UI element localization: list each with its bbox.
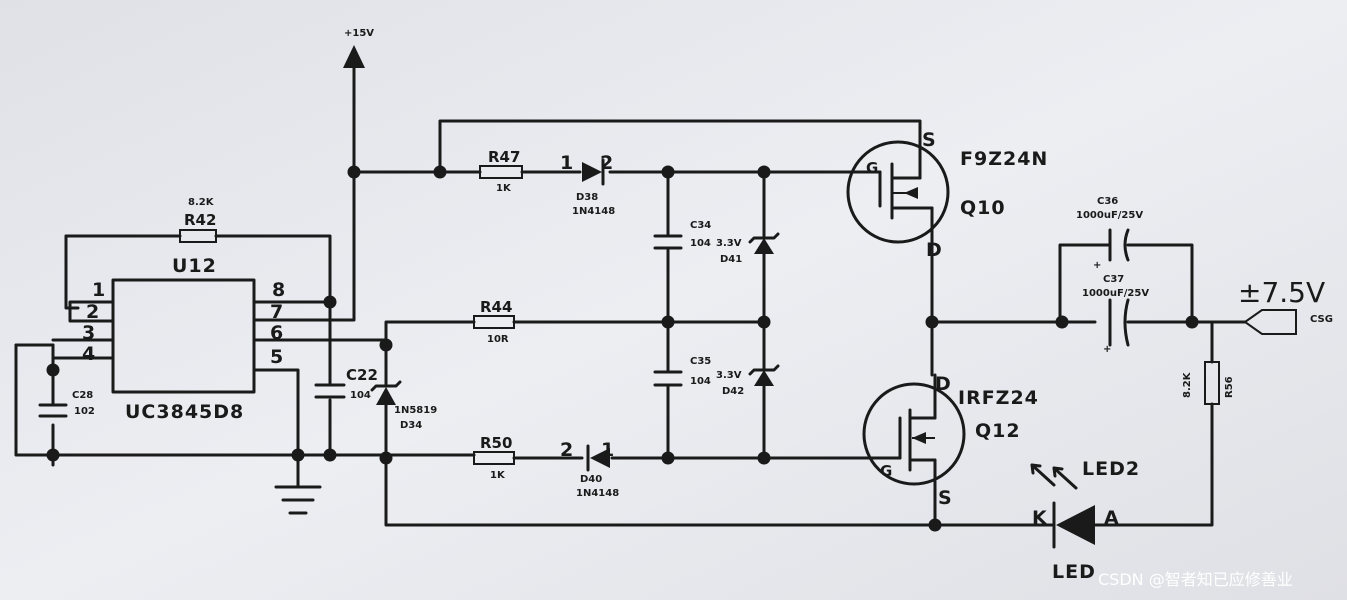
mosfet-q12: G D S IRFZ24 Q12 [860, 373, 1039, 509]
q10-ref: Q10 [960, 197, 1006, 219]
zener-d42: 3.3V D42 [716, 364, 780, 397]
d34-ref: D34 [400, 420, 422, 431]
capacitor-c35: C35 104 [653, 356, 711, 387]
r42-ref: R42 [184, 211, 216, 229]
ic-part: UC3845D8 [125, 401, 244, 423]
d40-part: 1N4148 [576, 488, 619, 499]
ic-pin-8: 8 [272, 279, 286, 301]
ic-pin-7: 7 [270, 301, 284, 323]
led-light-arrow-icon [1030, 463, 1056, 487]
ic-body [111, 278, 256, 394]
led2-ref: LED2 [1082, 458, 1140, 480]
q12-ref: Q12 [975, 420, 1021, 442]
c28-value: 102 [74, 406, 95, 417]
q12-g: G [880, 462, 892, 480]
ic-pin-3: 3 [82, 322, 96, 344]
diode-d38: 1 2 D38 1N4148 [560, 152, 615, 217]
r42-value: 8.2K [188, 197, 215, 208]
r56-value: 8.2K [1182, 371, 1193, 398]
r50-value: 1K [490, 470, 506, 481]
output-flag-icon [1243, 309, 1297, 335]
ic-pin-4: 4 [82, 343, 96, 365]
zener-d41: 3.3V D41 [716, 232, 780, 265]
led-a: A [1104, 507, 1120, 529]
q10-d: D [926, 239, 943, 261]
c36-plus: + [1093, 260, 1101, 271]
capacitor-c34: C34 104 [653, 220, 711, 250]
led-indicator: K A LED LED2 [1030, 458, 1140, 583]
capacitor-c22: C22 104 [314, 366, 378, 401]
d38-pin2: 2 [600, 152, 614, 174]
d42-value: 3.3V [716, 370, 742, 381]
d40-ref: D40 [580, 474, 602, 485]
c37-value: 1000uF/25V [1082, 288, 1149, 299]
output-net: CSG [1310, 314, 1333, 325]
mosfet-q10: G S D F9Z24N Q10 [846, 129, 1048, 261]
ic-pin-6: 6 [270, 322, 284, 344]
r44-value: 10R [487, 334, 509, 345]
resistor-r50: R50 1K [473, 434, 515, 481]
supply-arrow-icon [343, 45, 365, 68]
c36-ref: C36 [1097, 196, 1118, 207]
d38-pin1: 1 [560, 152, 574, 174]
output-voltage-annotation: ±7.5V [1238, 276, 1325, 309]
capacitor-c28: C28 102 [38, 390, 95, 418]
c36-value: 1000uF/25V [1076, 210, 1143, 221]
c34-ref: C34 [690, 220, 711, 231]
resistor-r44: R44 10R [473, 298, 515, 345]
r56-ref: R56 [1224, 376, 1235, 398]
q10-s: S [922, 129, 937, 151]
ic-u12: U12 UC3845D8 1 2 3 4 8 7 6 5 [82, 255, 286, 423]
r47-value: 1K [496, 183, 512, 194]
c22-ref: C22 [346, 366, 378, 384]
resistor-r42: 8.2K R42 [179, 197, 217, 243]
junction-dots [46, 165, 1199, 532]
c35-ref: C35 [690, 356, 711, 367]
c37-plus: + [1103, 344, 1111, 355]
q12-d: D [935, 373, 952, 395]
c34-value: 104 [690, 238, 711, 249]
d42-ref: D42 [722, 386, 744, 397]
r47-ref: R47 [488, 148, 520, 166]
diode-d40: 2 1 D40 1N4148 [560, 439, 619, 499]
q10-part: F9Z24N [960, 148, 1048, 170]
watermark: CSDN @智者知已应修善业 [1098, 570, 1293, 589]
q12-part: IRFZ24 [958, 387, 1039, 409]
ic-pin-2: 2 [86, 301, 100, 323]
ic-pin-1: 1 [92, 279, 106, 301]
diode-d34: 1N5819 D34 [370, 380, 437, 431]
c28-ref: C28 [72, 390, 93, 401]
q12-s: S [938, 487, 953, 509]
ic-ref: U12 [172, 255, 217, 277]
q10-g: G [866, 159, 878, 177]
ground-icon [274, 485, 322, 515]
capacitor-c36: + C36 1000uF/25V [1076, 196, 1143, 271]
d41-value: 3.3V [716, 238, 742, 249]
d38-ref: D38 [576, 192, 598, 203]
supply-15v: +15V [343, 28, 374, 68]
r44-ref: R44 [480, 298, 512, 316]
ic-pin-5: 5 [270, 346, 284, 368]
r50-ref: R50 [480, 434, 512, 452]
resistor-r47: R47 1K [479, 148, 523, 194]
c22-value: 104 [350, 390, 371, 401]
resistor-r56: R56 8.2K [1182, 361, 1235, 405]
led-ref: LED [1052, 561, 1096, 583]
c35-value: 104 [690, 376, 711, 387]
d38-part: 1N4148 [572, 206, 615, 217]
led-light-arrow-icon [1052, 466, 1078, 490]
d40-pin2: 2 [560, 439, 574, 461]
d41-ref: D41 [720, 254, 742, 265]
output-csg: CSG ±7.5V [1238, 276, 1333, 335]
supply-label: +15V [344, 28, 374, 39]
led-k: K [1032, 507, 1048, 529]
c37-ref: C37 [1103, 274, 1124, 285]
d40-pin1: 1 [601, 439, 615, 461]
capacitor-c37: + C37 1000uF/25V [1082, 274, 1149, 355]
d34-part: 1N5819 [394, 405, 437, 416]
